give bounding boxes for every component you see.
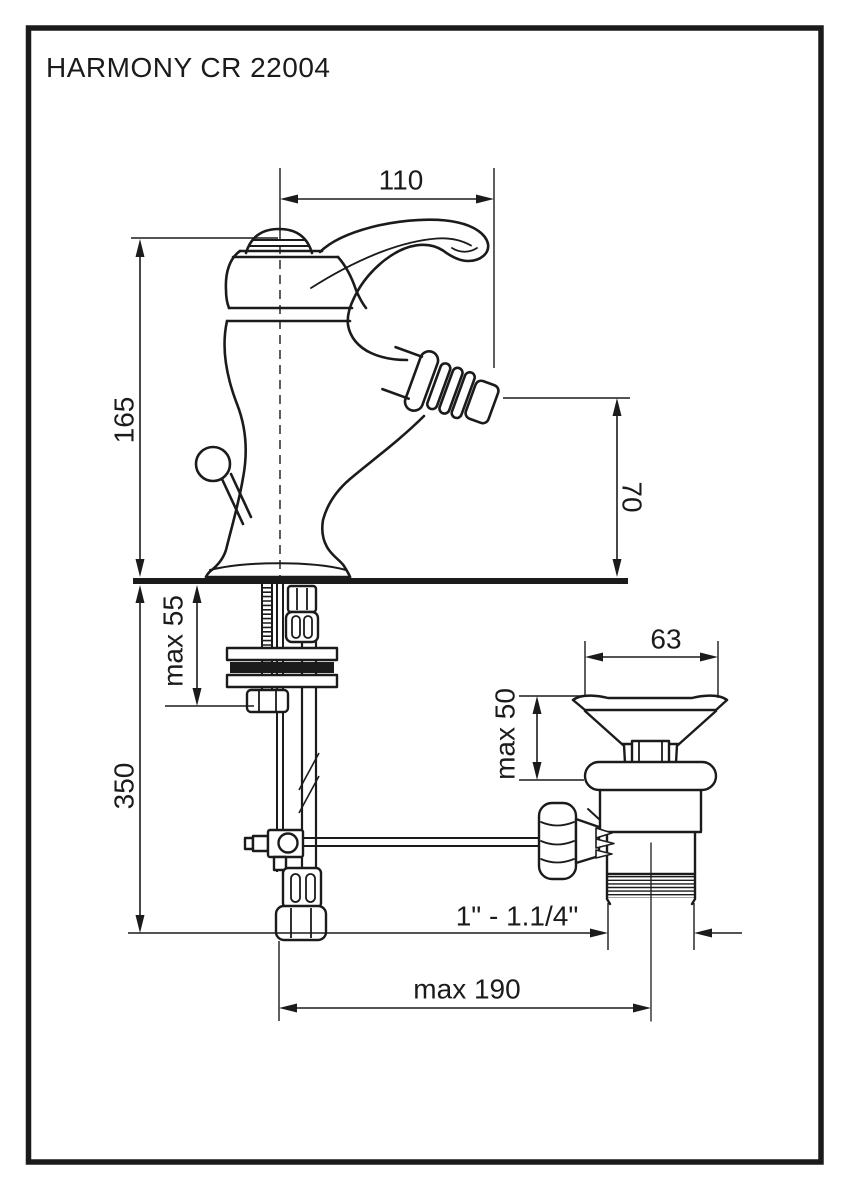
handle-accent-line [310,237,472,289]
hose-flex-marks [298,752,320,814]
dim-deck-max-label: max 55 [158,595,189,687]
under-deck-assembly [225,584,539,942]
drain-plug [630,739,671,765]
dim-drain-deck-max-label: max 50 [490,688,521,780]
pop-up-rod [276,584,284,872]
dim-spout-reach: 110 [279,165,495,368]
dim-thread-size: 1" - 1.1/4" [128,901,742,950]
dim-deck-max: max 55 [158,585,254,707]
housing-left-edge [224,249,242,310]
faucet-body [194,218,500,579]
dim-drain-deck-max: max 50 [490,688,584,781]
handle-lever [310,218,490,362]
body-band [225,306,354,323]
rod-clamp [243,828,305,872]
dim-total-height-label: 165 [109,397,140,444]
dim-drain-diameter: 63 [584,624,719,698]
dim-thread-size-label: 1" - 1.1/4" [456,901,579,932]
horizontal-linkage-rod [303,837,539,847]
washer-plate-bottom [225,673,339,689]
rubber-gasket [230,662,334,673]
stud-nut [245,688,290,714]
spout-aerator [464,379,500,425]
drain-ball-joint [537,801,615,881]
dim-spout-height-label: 70 [617,481,648,512]
body-right-edge [320,414,426,579]
drain-funnel [571,694,729,765]
spout [381,345,500,425]
drawing-frame [25,25,824,1165]
drain-flange [583,760,718,792]
faucet-cap [231,227,340,259]
product-title: HARMONY CR 22004 [46,52,331,83]
hose-bottom-fitting [274,866,328,942]
dim-drain-diameter-label: 63 [650,624,681,655]
drain-assembly [537,694,729,1022]
dim-spout-reach-label: 110 [379,165,424,196]
dimension-annotations: 110 165 70 max 55 [109,165,742,1021]
housing-right-edge [336,255,368,310]
drain-body [587,788,703,906]
washer-plate-top [225,646,339,662]
dim-total-height: 165 [109,237,278,577]
pull-rod-knob [194,445,253,526]
hose-top-fitting [284,584,320,644]
faucet-base [204,562,352,579]
dim-spout-height: 70 [503,397,648,577]
dim-rod-reach: max 190 [278,941,651,1021]
dim-hose-length-label: 350 [109,763,140,810]
dim-rod-reach-label: max 190 [413,974,520,1005]
dim-hose-length: 350 [109,585,145,933]
